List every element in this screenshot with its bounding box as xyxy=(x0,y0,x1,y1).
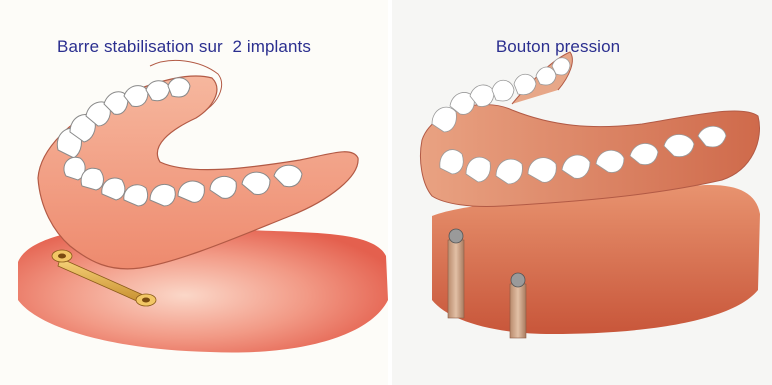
snap-denture-illustration xyxy=(392,0,772,385)
bar-stabilization-panel: Barre stabilisation sur 2 implants xyxy=(0,0,388,385)
snap-button-panel: Bouton pression xyxy=(392,0,772,385)
bar-denture-illustration xyxy=(0,0,388,385)
lower-gum xyxy=(432,185,760,334)
